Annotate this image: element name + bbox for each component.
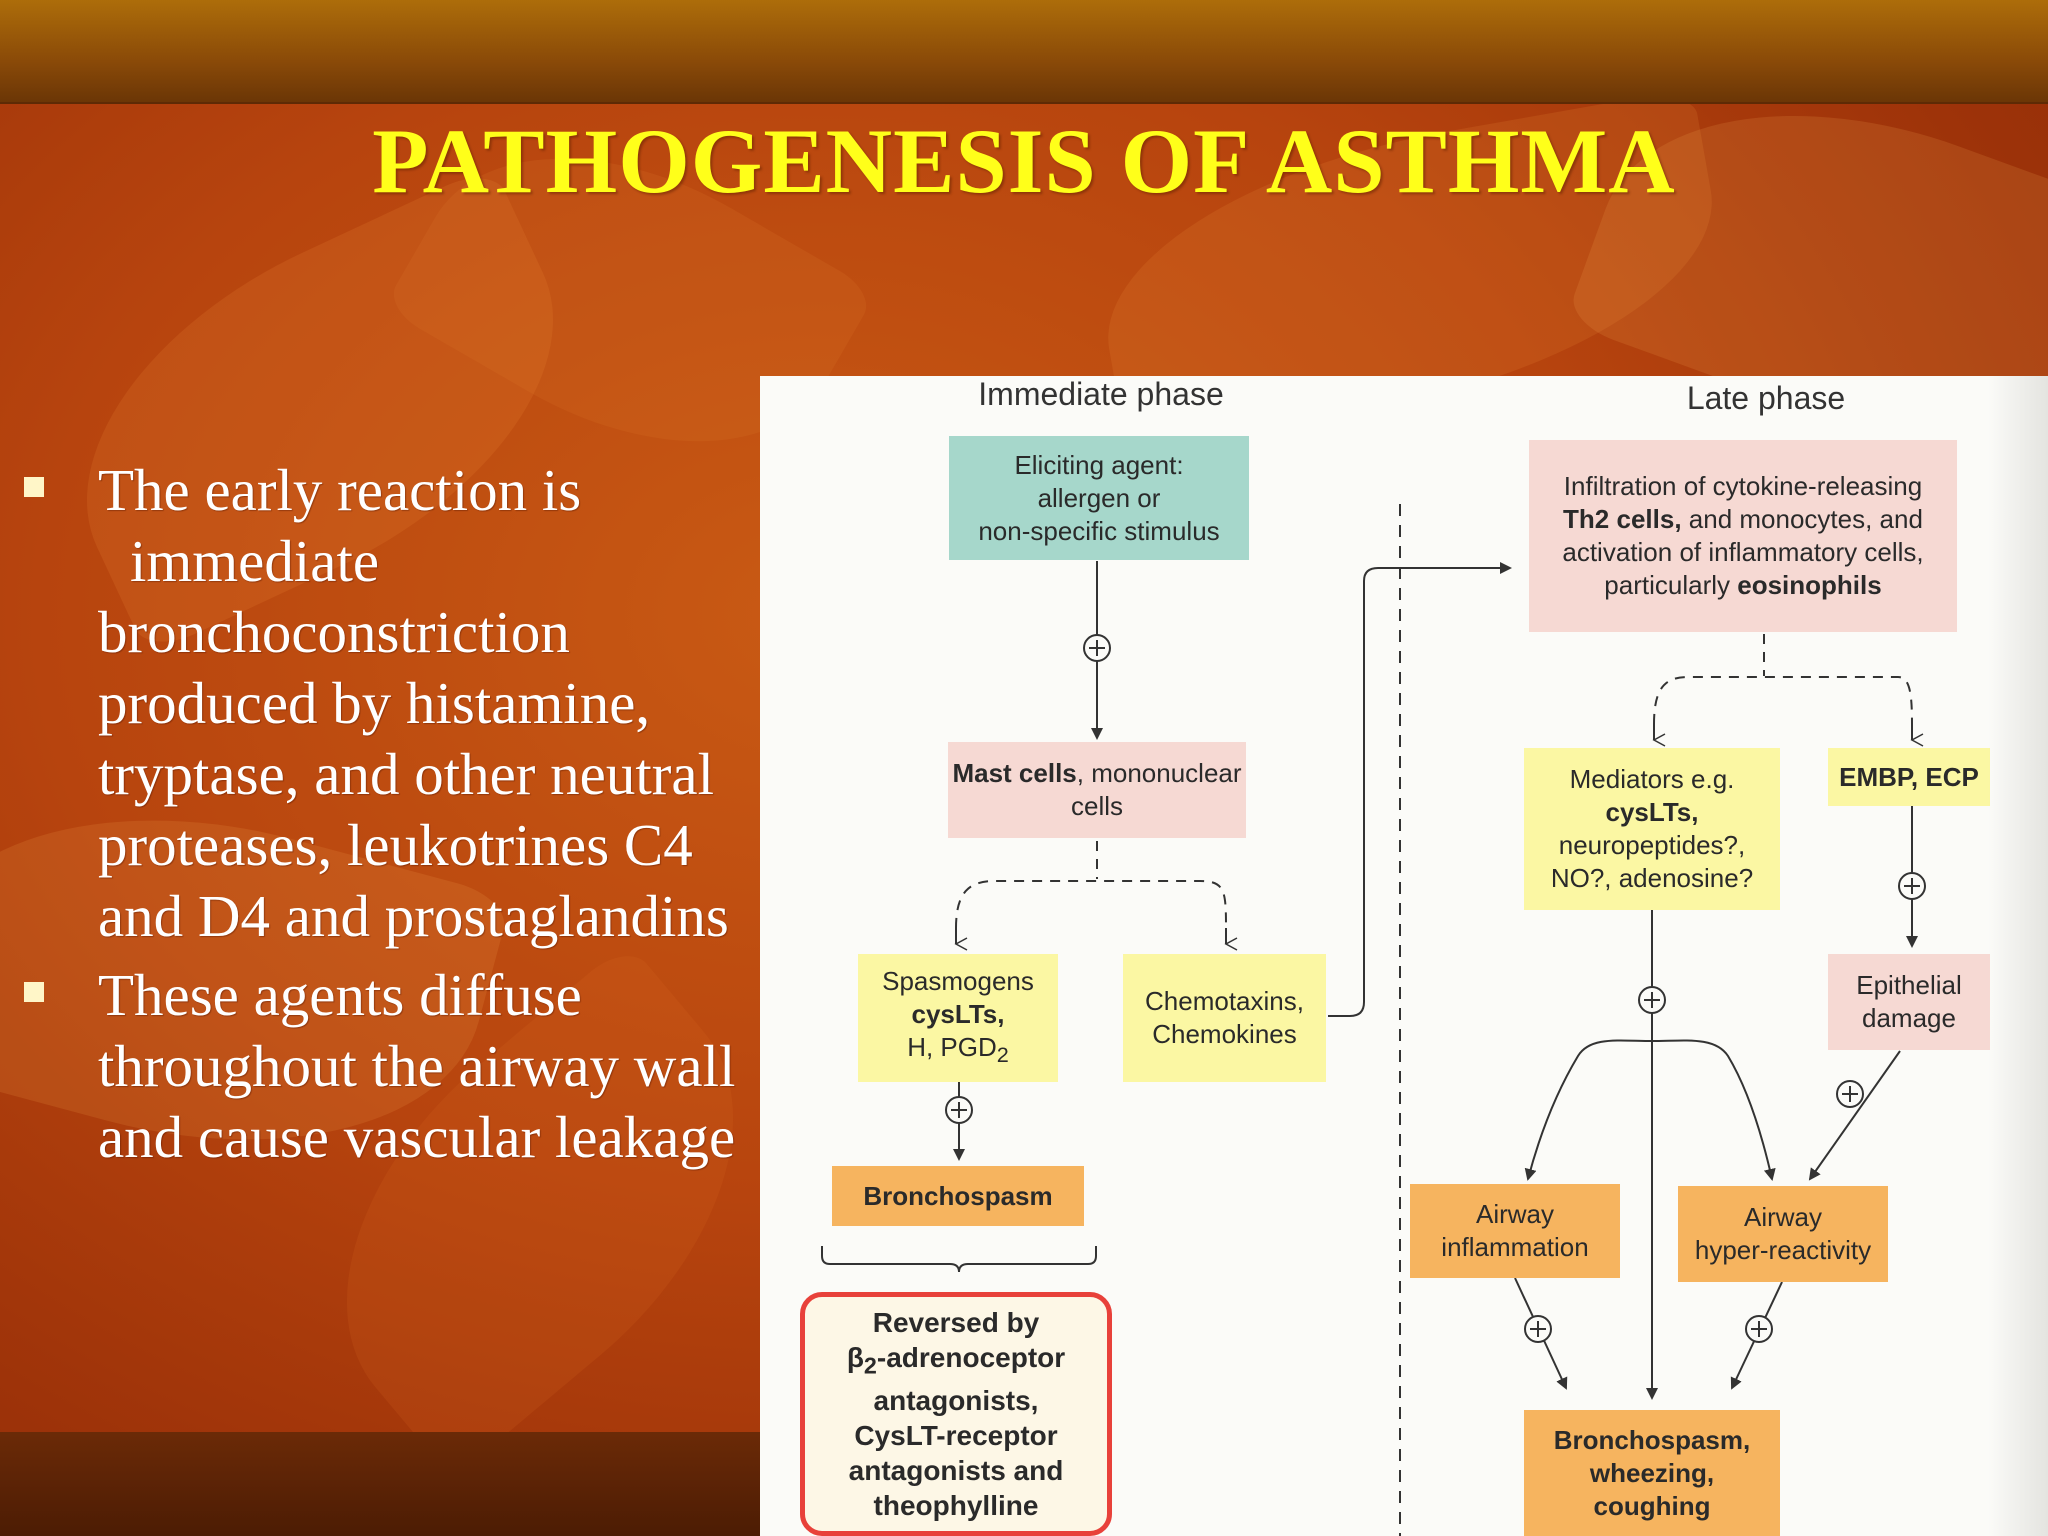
text-run: and monocytes, and activation of inflamm… bbox=[1562, 504, 1924, 600]
box-line: neuropeptides?, bbox=[1558, 830, 1746, 860]
box-line: damage bbox=[1862, 1003, 1956, 1033]
box-line: inflammation bbox=[1441, 1232, 1589, 1262]
pgd-text: H, PGD bbox=[907, 1031, 997, 1062]
box-line: allergen or bbox=[1037, 482, 1161, 513]
chemotaxins-box: Chemotaxins, Chemokines bbox=[1123, 954, 1326, 1082]
bullet-line: These agents diffuse throughout the airw… bbox=[98, 962, 736, 1170]
text-run-bold: eosinophils bbox=[1737, 570, 1882, 600]
epithelial-damage-box: Epithelial damage bbox=[1828, 954, 1990, 1050]
box-line: cysLTs, bbox=[911, 998, 1005, 1029]
box-line: non-specific stimulus bbox=[978, 515, 1220, 546]
beta-symbol: β bbox=[846, 1341, 864, 1373]
bullet-text: The early reaction is immediate bronchoc… bbox=[98, 455, 740, 952]
reversed-by-box: Reversed by β2-adrenoceptor antagonists,… bbox=[800, 1292, 1112, 1536]
bullet-line: The early reaction is bbox=[98, 457, 582, 523]
spasmogens-box: Spasmogens cysLTs, H, PGD2 bbox=[858, 954, 1058, 1082]
box-line: β2-adrenoceptor bbox=[847, 1340, 1065, 1384]
late-phase-label: Late phase bbox=[1686, 380, 1846, 416]
bullet-item: These agents diffuse throughout the airw… bbox=[20, 960, 740, 1173]
bronchospasm-box: Bronchospasm bbox=[832, 1166, 1084, 1226]
box-line: Spasmogens bbox=[882, 965, 1034, 996]
box-line: wheezing, bbox=[1589, 1457, 1715, 1488]
mast-cells-text: Mast cells, mononuclear cells bbox=[948, 757, 1246, 823]
diagram-connectors bbox=[821, 504, 1926, 1536]
bullet-text: These agents diffuse throughout the airw… bbox=[98, 960, 740, 1173]
box-line: NO?, adenosine? bbox=[1550, 863, 1754, 893]
box-line: Chemotaxins, bbox=[1145, 986, 1304, 1016]
mast-cells-bold: Mast cells bbox=[952, 758, 1077, 788]
box-line: hyper-reactivity bbox=[1694, 1235, 1872, 1265]
subscript: 2 bbox=[863, 1352, 877, 1379]
box-line: coughing bbox=[1593, 1490, 1711, 1521]
box-line: Mediators e.g. bbox=[1569, 764, 1735, 794]
box-line: Airway bbox=[1743, 1202, 1822, 1232]
box-line: Eliciting agent: bbox=[1014, 449, 1184, 480]
text-run: Infiltration of cytokine-releasing bbox=[1563, 471, 1923, 501]
airway-hyperreactivity-box: Airway hyper-reactivity bbox=[1678, 1186, 1888, 1282]
bullet-square-icon bbox=[24, 477, 44, 497]
mast-cells-rest: , mononuclear cells bbox=[1070, 758, 1242, 821]
infiltration-text: Infiltration of cytokine-releasing Th2 c… bbox=[1555, 470, 1931, 602]
late-outcome-box: Bronchospasm, wheezing, coughing bbox=[1524, 1410, 1780, 1536]
bottom-band bbox=[0, 1432, 760, 1536]
airway-inflammation-box: Airway inflammation bbox=[1410, 1184, 1620, 1278]
bullet-list: The early reaction is immediate bronchoc… bbox=[20, 455, 740, 1181]
box-line: cysLTs, bbox=[1605, 797, 1699, 827]
mast-cells-box: Mast cells, mononuclear cells bbox=[948, 742, 1246, 838]
box-line: Bronchospasm, bbox=[1553, 1424, 1751, 1455]
box-line: Reversed by bbox=[872, 1306, 1040, 1338]
beta-rest: -adrenoceptor bbox=[876, 1341, 1066, 1373]
box-line: Chemokines bbox=[1152, 1019, 1297, 1049]
box-line: Bronchospasm bbox=[863, 1180, 1053, 1211]
eliciting-agent-box: Eliciting agent: allergen or non-specifi… bbox=[949, 436, 1249, 560]
page-edge-shadow bbox=[1988, 376, 2048, 1536]
infiltration-box: Infiltration of cytokine-releasing Th2 c… bbox=[1529, 440, 1957, 632]
slide-title: PATHOGENESIS OF ASTHMA bbox=[372, 110, 1676, 212]
immediate-phase-label: Immediate phase bbox=[978, 376, 1224, 412]
bullet-item: The early reaction is immediate bronchoc… bbox=[20, 455, 740, 952]
pathogenesis-diagram: Immediate phase Late phase Eliciting age… bbox=[760, 376, 2048, 1536]
box-line: EMBP, ECP bbox=[1839, 761, 1979, 792]
bullet-line: immediate bbox=[130, 528, 380, 594]
embp-ecp-box: EMBP, ECP bbox=[1828, 748, 1990, 806]
box-line: theophylline bbox=[873, 1490, 1039, 1522]
box-line: H, PGD2 bbox=[907, 1031, 1009, 1071]
box-line: CysLT-receptor bbox=[854, 1420, 1058, 1452]
box-line: Epithelial bbox=[1856, 970, 1962, 1000]
mediators-box: Mediators e.g. cysLTs, neuropeptides?, N… bbox=[1524, 748, 1780, 910]
text-run-bold: Th2 cells, bbox=[1563, 504, 1682, 534]
bullet-square-icon bbox=[24, 982, 44, 1002]
bullet-line: bronchoconstriction produced by histamin… bbox=[98, 599, 729, 949]
subscript: 2 bbox=[996, 1042, 1009, 1068]
box-line: antagonists and bbox=[848, 1455, 1064, 1487]
box-line: antagonists, bbox=[873, 1385, 1039, 1417]
top-band bbox=[0, 0, 2048, 104]
box-line: Airway bbox=[1475, 1199, 1554, 1229]
